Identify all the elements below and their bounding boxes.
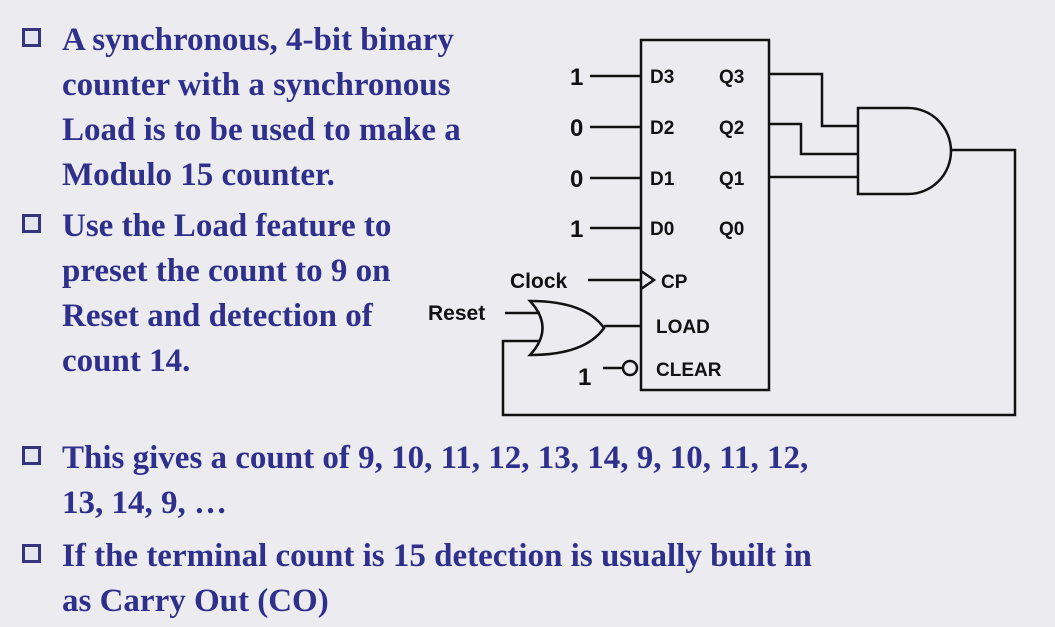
pin-q2: Q2 (719, 118, 744, 139)
pin-clear: CLEAR (656, 360, 722, 381)
wire-q2 (769, 122, 858, 156)
input-value-d0: 1 (570, 216, 583, 243)
square-bullet-icon (22, 28, 41, 47)
or-gate (527, 299, 606, 357)
input-value-d3: 1 (570, 64, 583, 91)
and-gate (856, 106, 953, 196)
clock-triangle (640, 269, 657, 291)
pin-d3: D3 (650, 67, 674, 88)
square-bullet-icon (22, 214, 41, 233)
wire-q3 (769, 72, 858, 128)
pin-q1: Q1 (719, 169, 745, 190)
clear-value: 1 (578, 364, 591, 391)
pin-d0: D0 (650, 219, 674, 240)
pin-q3: Q3 (719, 67, 744, 88)
pin-q0: Q0 (719, 219, 744, 240)
clock-label: Clock (510, 270, 568, 293)
counter-chip (639, 38, 771, 392)
input-value-d1: 0 (570, 166, 583, 193)
bullet-3-text: This gives a count of 9, 10, 11, 12, 13,… (62, 440, 809, 521)
pin-d2: D2 (650, 118, 674, 139)
bullet-1-text: A synchronous, 4-bit binary counter with… (62, 22, 461, 193)
wire-feedback (501, 148, 1017, 417)
pin-d1: D1 (650, 169, 675, 190)
reset-label: Reset (428, 302, 485, 325)
square-bullet-icon (22, 446, 41, 465)
square-bullet-icon (22, 544, 41, 563)
pin-load: LOAD (656, 317, 710, 338)
bullet-2-text: Use the Load feature to preset the count… (62, 208, 392, 379)
input-value-d2: 0 (570, 115, 583, 142)
pin-cp: CP (661, 272, 688, 293)
bullet-4-text: If the terminal count is 15 detection is… (62, 538, 812, 619)
clear-bubble (621, 359, 639, 377)
